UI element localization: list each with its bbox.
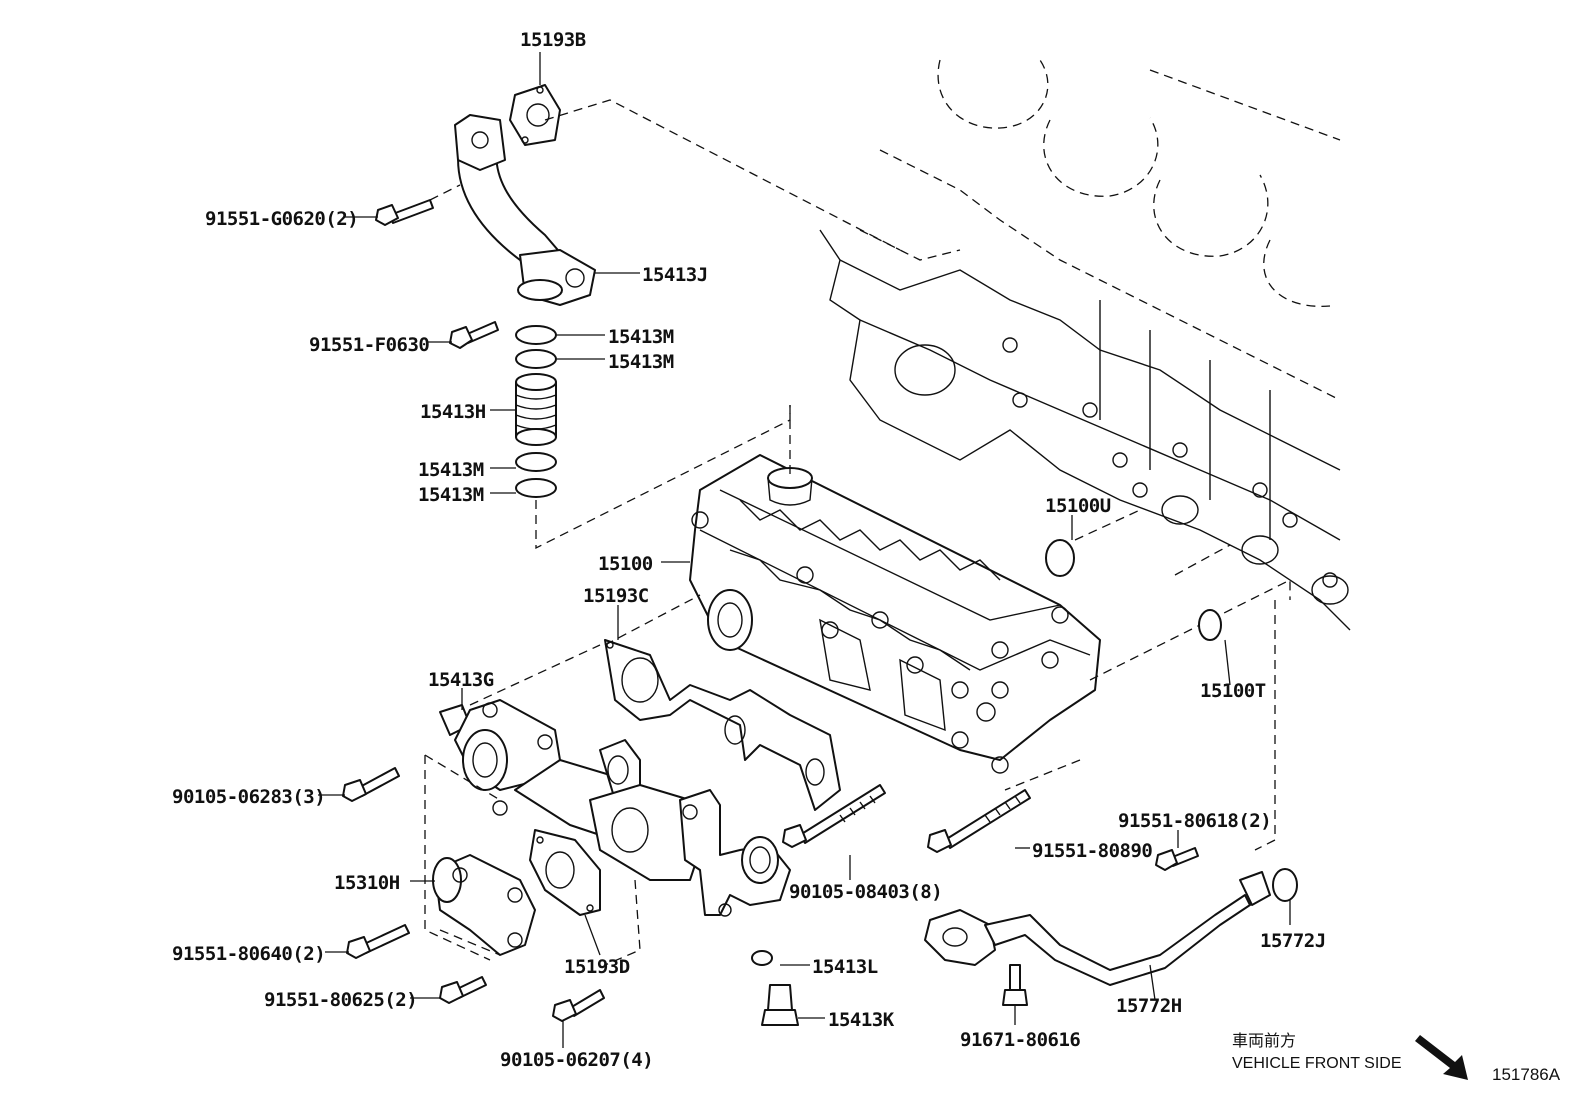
label-15413M-4: 15413M	[418, 484, 484, 506]
bracket-15413G	[439, 699, 641, 836]
oil-pipe-15413J	[454, 114, 596, 306]
bolt-91551-G0620	[375, 199, 434, 226]
stud-91671-80616	[1002, 964, 1028, 1006]
bolt-90105-06283	[342, 767, 400, 802]
vehicle-front-arrow-icon	[1415, 1035, 1468, 1080]
label-15100T: 15100T	[1200, 680, 1266, 702]
oil-cooler-15100	[689, 454, 1101, 774]
label-90105-06207: 90105-06207(4)	[500, 1049, 653, 1071]
bolt-90105-06207	[552, 989, 605, 1022]
gasket-15193D	[529, 829, 601, 916]
label-91551-80625: 91551-80625(2)	[264, 989, 417, 1011]
label-15310H: 15310H	[334, 872, 400, 894]
label-91551-80890: 91551-80890	[1032, 840, 1152, 862]
figure-number: 151786A	[1492, 1065, 1561, 1084]
label-15413J: 15413J	[642, 264, 708, 286]
label-15772J: 15772J	[1260, 930, 1326, 952]
o-rings-and-element	[515, 325, 557, 498]
bolt-91551-80625	[439, 976, 487, 1004]
washer-15413L	[751, 950, 773, 966]
label-15100U: 15100U	[1045, 495, 1111, 517]
front-label-jp: 車両前方	[1232, 1032, 1296, 1050]
label-15413M-3: 15413M	[418, 459, 484, 481]
label-15413H: 15413H	[420, 401, 486, 423]
label-91551-80640: 91551-80640(2)	[172, 943, 325, 965]
engine-block	[819, 59, 1351, 631]
label-91551-F0630: 91551-F0630	[309, 334, 429, 356]
relief-valve-15310H	[432, 854, 536, 956]
front-label-en: VEHICLE FRONT SIDE	[1232, 1055, 1402, 1072]
label-15193C: 15193C	[583, 585, 649, 607]
label-15413M-1: 15413M	[608, 326, 674, 348]
label-91551-80618: 91551-80618(2)	[1118, 810, 1271, 832]
label-15772H: 15772H	[1116, 995, 1182, 1017]
label-90105-06283: 90105-06283(3)	[172, 786, 325, 808]
label-15413L: 15413L	[812, 956, 878, 978]
label-15100: 15100	[598, 553, 653, 575]
label-15193D: 15193D	[564, 956, 630, 978]
bolt-91551-F0630	[449, 321, 499, 349]
label-15413M-2: 15413M	[608, 351, 674, 373]
gasket-15193C	[604, 639, 841, 811]
label-15413G: 15413G	[428, 669, 494, 691]
bolt-90105-08403	[782, 784, 886, 848]
o-ring-15100T	[1198, 609, 1222, 641]
oil-pump-housing	[589, 784, 791, 917]
plug-15413K	[761, 984, 799, 1026]
gasket-15193B	[509, 84, 561, 146]
oil-pipe-15772H	[924, 871, 1271, 986]
label-90105-08403: 90105-08403(8)	[789, 881, 942, 903]
leader-lines	[318, 52, 1291, 1048]
part-labels: 15193B 91551-G0620(2) 15413J 91551-F0630…	[172, 29, 1561, 1084]
label-91551-G0620: 91551-G0620(2)	[205, 208, 358, 230]
bolt-91551-80618	[1155, 847, 1199, 871]
o-ring-15100U	[1045, 539, 1075, 577]
bolt-91551-80890	[927, 789, 1031, 853]
label-15193B: 15193B	[520, 29, 586, 51]
gasket-15772J	[1272, 868, 1298, 902]
bolt-91551-80640	[346, 924, 410, 959]
label-91671-80616: 91671-80616	[960, 1029, 1080, 1051]
label-15413K: 15413K	[828, 1009, 895, 1031]
